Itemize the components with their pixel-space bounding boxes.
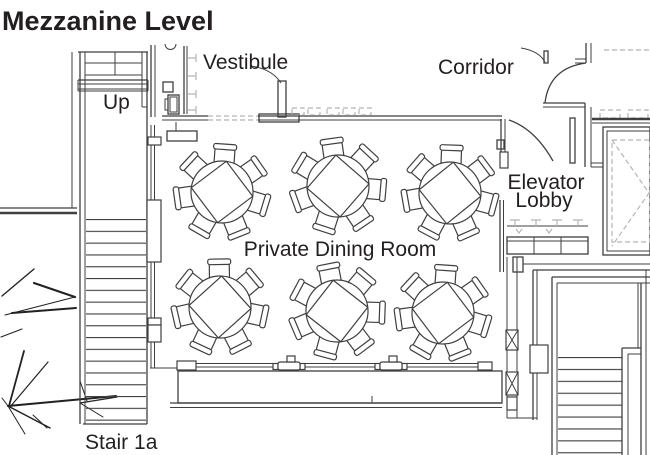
label-stair-1a: Stair 1a	[85, 431, 158, 454]
stair-up	[77, 51, 149, 425]
column-x-icon	[505, 329, 519, 351]
label-elevator-lobby-2: Lobby	[515, 189, 573, 212]
dining-table	[387, 258, 498, 368]
label-up: Up	[103, 91, 130, 114]
vestibule	[150, 43, 300, 142]
door-swing-icon	[508, 119, 554, 162]
door-swing-icon	[544, 62, 587, 104]
dining-table	[166, 137, 277, 247]
dining-table	[168, 256, 271, 359]
stairwell-lower-right	[523, 263, 650, 455]
coat-rail-icon	[510, 219, 583, 226]
stair-treads	[558, 357, 622, 455]
label-private-dining-room: Private Dining Room	[244, 238, 437, 261]
corridor-walls	[520, 43, 650, 118]
dining-table	[396, 139, 504, 246]
balcony-railing	[170, 355, 503, 408]
column	[529, 344, 549, 374]
dining-table	[282, 257, 392, 366]
left-room-walls	[0, 52, 77, 215]
door-swing-icon	[250, 65, 282, 84]
stair-treads	[86, 219, 146, 422]
railing-post-icon	[374, 355, 408, 371]
coat-hooks-icon	[188, 54, 197, 114]
label-elevator-lobby-1: Elevator	[507, 171, 584, 194]
dining-table	[285, 134, 390, 238]
column-x-icon	[505, 371, 519, 396]
label-vestibule: Vestibule	[203, 51, 288, 74]
counter	[506, 236, 589, 255]
door-leaf-icon	[164, 43, 177, 50]
drinking-fountain-icon	[164, 94, 180, 115]
elevator-lobby	[506, 109, 650, 273]
right-wall-columns	[505, 257, 537, 419]
dining-room-walls	[258, 107, 509, 272]
glazed-partition	[146, 125, 178, 369]
labels: Mezzanine Level Up Vestibule Corridor El…	[2, 6, 585, 454]
elevator-shaft	[602, 126, 650, 256]
page-title: Mezzanine Level	[2, 6, 214, 36]
door-jamb	[277, 80, 287, 118]
door-swing-icon	[520, 47, 546, 63]
label-corridor: Corridor	[438, 56, 514, 79]
railing-post-icon	[272, 355, 306, 371]
